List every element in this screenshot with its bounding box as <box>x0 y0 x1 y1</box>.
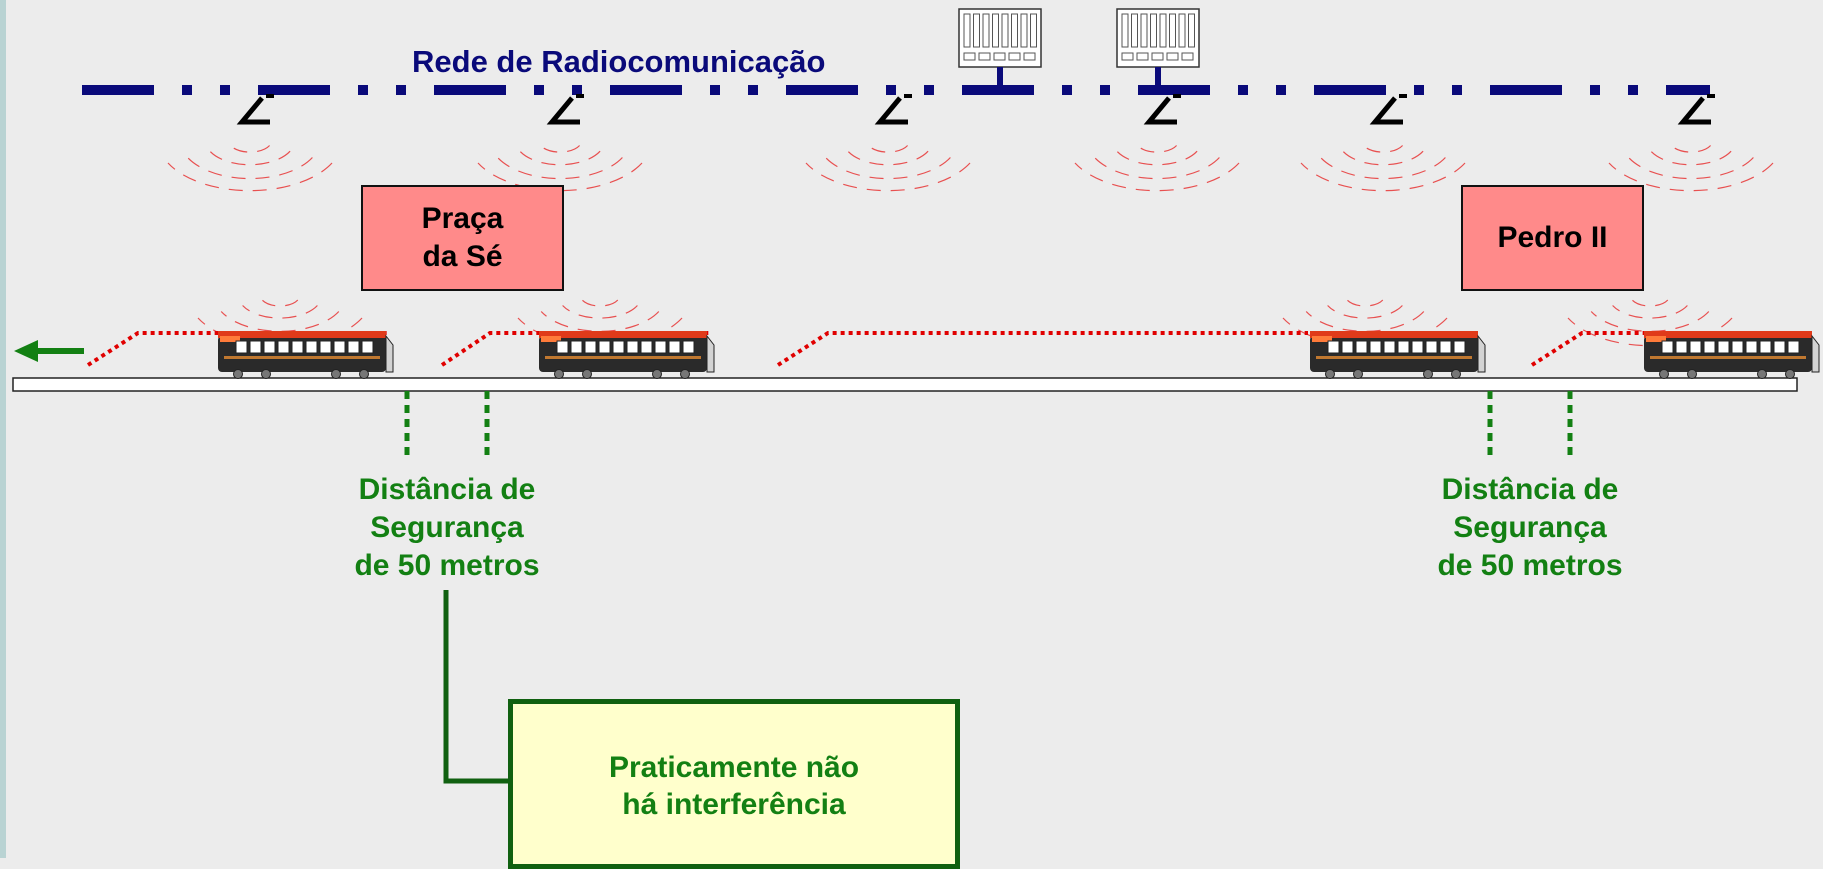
train-icon <box>1310 331 1486 379</box>
station-praca-da-se: Praça da Sé <box>361 185 564 291</box>
signal-wave-icon <box>1282 299 1448 347</box>
signal-wave-icon <box>1074 145 1240 192</box>
signal-wave-icon <box>167 145 333 192</box>
network-title: Rede de Radiocomunicação <box>412 44 826 79</box>
braking-curve <box>776 331 1308 367</box>
antenna-icon <box>236 94 274 125</box>
railway-track <box>12 377 1798 392</box>
station-praca-label: Praça da Sé <box>421 202 504 273</box>
antenna-icon <box>1143 94 1181 125</box>
interference-note-text: Praticamente não há interferência <box>608 751 860 821</box>
note-connector <box>443 590 508 784</box>
signal-wave-icon <box>197 299 363 347</box>
signal-wave-icon <box>1567 299 1733 347</box>
braking-curve <box>440 331 712 367</box>
signal-wave-icon <box>805 145 971 192</box>
signal-wave-icon <box>477 145 643 192</box>
safety-distance-label-right: Distância de Segurança de 50 metros <box>1437 473 1623 582</box>
train-icon <box>218 331 394 379</box>
antenna-icon <box>1369 94 1407 125</box>
signal-wave-icon <box>1300 145 1466 192</box>
antenna-icon <box>1677 94 1715 125</box>
signal-wave-icon <box>517 299 683 347</box>
station-pedro-label: Pedro II <box>1497 221 1608 254</box>
base-station-icon <box>1116 8 1200 90</box>
interference-note-box: Praticamente não há interferência <box>508 699 960 869</box>
antenna-icon <box>546 94 584 125</box>
base-station-icon <box>958 8 1042 90</box>
left-edge-stripe <box>0 0 6 858</box>
antenna-icon <box>874 94 912 125</box>
train-icon <box>1644 331 1820 379</box>
safety-distance-label-left: Distância de Segurança de 50 metros <box>354 473 540 582</box>
signal-wave-icon <box>1608 145 1774 192</box>
station-pedro-ii: Pedro II <box>1461 185 1644 291</box>
train-icon <box>539 331 715 379</box>
arrow-left-icon <box>14 340 84 362</box>
braking-curve <box>1530 331 1650 367</box>
